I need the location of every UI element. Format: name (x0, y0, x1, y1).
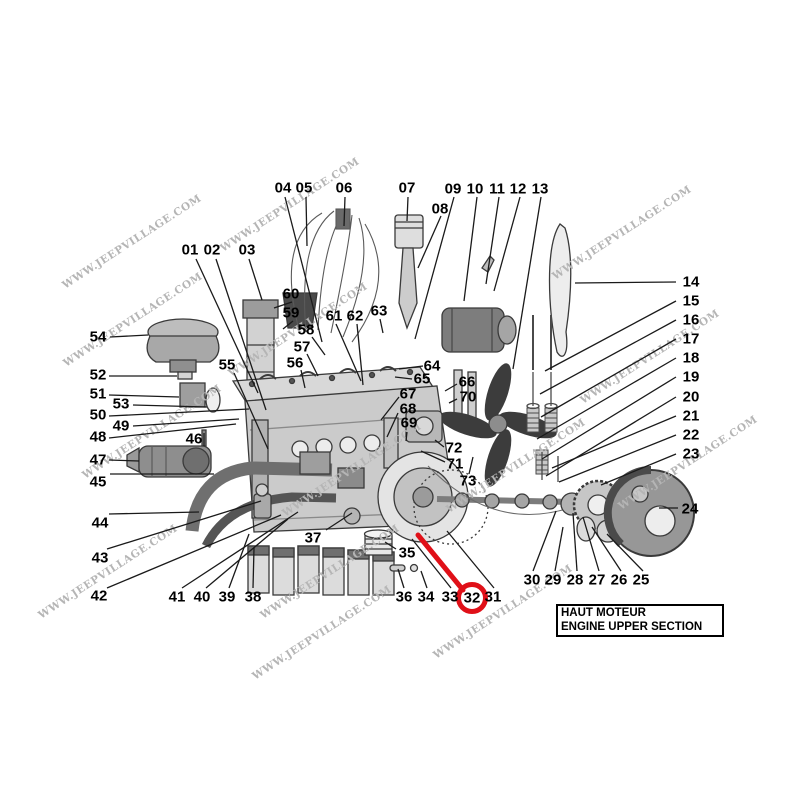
fan-belt-part (548, 223, 572, 357)
piston-pin-part (389, 563, 419, 573)
air-cleaner-part (146, 318, 220, 373)
oil-pump-part (253, 483, 272, 519)
legend-title-fr: HAUT MOTEUR (561, 607, 646, 619)
oil-filler-cap-part (282, 292, 318, 329)
valves-springs-parts (526, 315, 559, 482)
legend-title-en: ENGINE UPPER SECTION (561, 620, 703, 633)
piston-rod-part (394, 214, 424, 330)
legend-box: HAUT MOTEUR ENGINE UPPER SECTION (556, 604, 724, 637)
crankshaft-part (427, 465, 589, 515)
generator-part (441, 254, 517, 353)
thermostat-parts (177, 371, 221, 447)
piston-rings-part (363, 529, 393, 556)
starter-motor-part (126, 445, 212, 478)
flywheel-part (603, 465, 695, 557)
